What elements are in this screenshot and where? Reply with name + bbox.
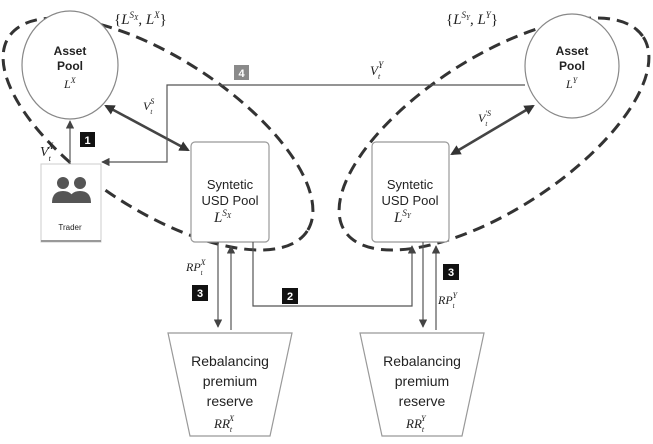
asset-pool-y: Asset Pool LY xyxy=(524,13,620,119)
asset-pool-x-title-2: Pool xyxy=(57,59,83,73)
asset-pool-x: Asset Pool LX xyxy=(21,10,119,120)
step-badge-3-right: 3 xyxy=(443,264,459,280)
users-icon xyxy=(52,177,91,203)
pool-y-exchange-arrow xyxy=(450,104,535,156)
reserve-y-line3: reserve xyxy=(399,393,446,409)
step-badge-2: 2 xyxy=(282,288,298,304)
synthetic-pool-y: Syntetic USD Pool LSY xyxy=(371,141,450,243)
synthetic-pool-x-line2: USD Pool xyxy=(201,193,258,208)
reserve-y-line1: Rebalancing xyxy=(383,353,461,369)
svg-text:3: 3 xyxy=(197,288,203,300)
synthetic-pool-y-line1: Syntetic xyxy=(387,177,434,192)
flow-label-premium-x: RPtX xyxy=(185,258,207,277)
svg-text:3: 3 xyxy=(448,267,454,279)
flow-label-trader: VtX xyxy=(40,141,54,163)
trader-label: Trader xyxy=(58,223,82,232)
reserve-x-symbol: RRtX xyxy=(213,414,235,434)
flow-label-premium-y: RPtY xyxy=(437,291,459,310)
synthetic-transfer-line xyxy=(252,242,417,307)
flow-label-pool-x-exchange: VtS xyxy=(143,97,154,116)
synthetic-pool-x-line1: Syntetic xyxy=(207,177,254,192)
synthetic-pool-y-line2: USD Pool xyxy=(381,193,438,208)
step-badge-3-left: 3 xyxy=(192,285,208,301)
group-y-label: {LSY, LY} xyxy=(446,10,498,28)
flow-label-pool-y-exchange: Vt'S xyxy=(478,109,491,128)
svg-text:4: 4 xyxy=(238,68,245,80)
trader: Trader xyxy=(40,163,102,243)
svg-text:2: 2 xyxy=(287,291,293,303)
synthetic-pool-x: Syntetic USD Pool LSX xyxy=(190,141,270,243)
asset-pool-y-title-2: Pool xyxy=(559,59,585,73)
pool-x-exchange-arrow xyxy=(104,104,190,152)
reserve-x: Rebalancing premium reserve RRtX xyxy=(167,332,293,437)
cross-pool-flow-line xyxy=(101,84,525,167)
reserve-y-line2: premium xyxy=(395,373,449,389)
reserve-x-line3: reserve xyxy=(207,393,254,409)
asset-pool-x-title-1: Asset xyxy=(54,44,87,58)
group-x-dashed-outline xyxy=(1,16,315,252)
group-y-dashed-outline xyxy=(337,16,651,252)
svg-text:1: 1 xyxy=(84,135,90,147)
reserve-x-line1: Rebalancing xyxy=(191,353,269,369)
asset-pool-y-title-1: Asset xyxy=(556,44,589,58)
step-badge-4: 4 xyxy=(234,65,249,80)
reserve-y-symbol: RRtY xyxy=(405,414,427,434)
group-x-label: {LSX, LX} xyxy=(114,10,167,28)
reserve-y: Rebalancing premium reserve RRtY xyxy=(359,332,485,437)
step-badge-1: 1 xyxy=(80,132,95,147)
flow-label-cross-pool: VtY xyxy=(370,60,384,81)
reserve-x-line2: premium xyxy=(203,373,257,389)
